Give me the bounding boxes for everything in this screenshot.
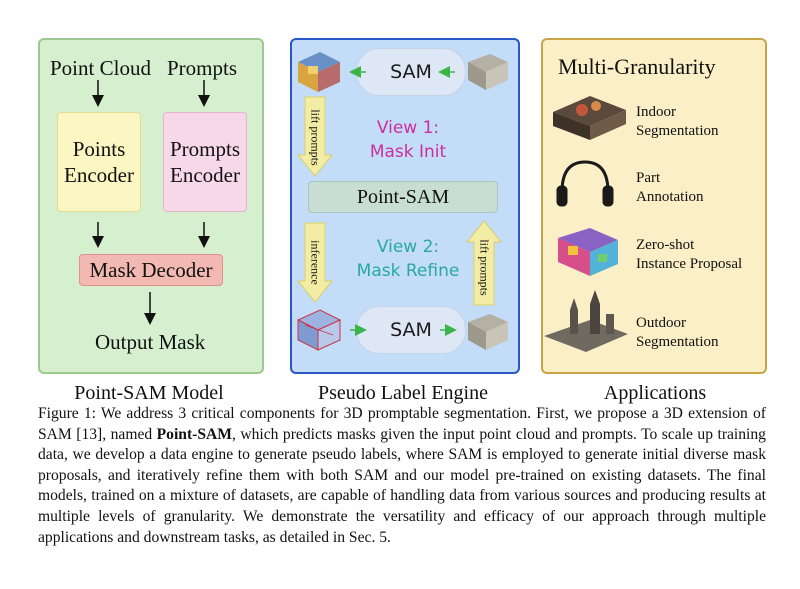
indoor-scene-icon [553, 96, 626, 140]
point-sam-box: Point-SAM [308, 181, 498, 213]
room-wireframe-thumbnail-bottom [296, 309, 342, 351]
sofa-thumbnail-bottom [468, 314, 508, 350]
point-sam-model-title: Point-SAM Model [74, 382, 224, 404]
view2-subtitle: Mask Refine [356, 261, 460, 281]
inference-label: inference [308, 240, 323, 285]
sofa-thumbnail-top [468, 54, 508, 90]
lift-prompts-right-label: lift prompts [477, 239, 492, 296]
room-scene-thumbnail-top [298, 52, 340, 92]
engine-green-arrows [349, 66, 457, 336]
engine-yellow-arrows [296, 96, 503, 306]
view2-title: View 2: [376, 237, 440, 257]
applications-title: Applications [603, 382, 707, 404]
view1-title: View 1: [376, 118, 440, 138]
applications-panel [541, 38, 767, 374]
caption-bold-term: Point-SAM [156, 425, 232, 443]
colored-room-icon [558, 228, 618, 276]
points-encoder-box: Points Encoder [57, 112, 141, 212]
pseudo-label-engine-title: Pseudo Label Engine [318, 382, 488, 404]
inference-arrow [296, 222, 334, 303]
sam-bottom-cloud: SAM [356, 306, 466, 354]
output-mask-label: Output Mask [95, 330, 206, 354]
figure-graphics [92, 52, 628, 352]
app-indoor-label: Indoor Segmentation [636, 104, 719, 139]
caption-text-part2: , which predicts masks given the input p… [38, 425, 766, 546]
mask-decoder-box: Mask Decoder [79, 254, 223, 286]
prompts-input-label: Prompts [167, 56, 238, 80]
prompts-encoder-box: Prompts Encoder [163, 112, 247, 212]
figure-caption: Figure 1: We address 3 critical componen… [38, 404, 766, 548]
lift-prompts-right-arrow [465, 220, 503, 306]
view1-subtitle: Mask Init [369, 142, 447, 162]
view2-label: View 2: Mask Refine [340, 235, 476, 283]
caption-text-part1: Figure 1: We address 3 critical componen… [38, 405, 766, 443]
headphones-icon [556, 160, 614, 207]
app-zeroshot-label: Zero-shot Instance Proposal [636, 237, 743, 272]
lift-prompts-left-label: lift prompts [308, 109, 323, 166]
lift-prompts-left-arrow [296, 96, 334, 177]
view1-label: View 1: Mask Init [348, 116, 468, 164]
model-flow-arrows [92, 80, 210, 325]
sam-bottom-label: SAM [390, 319, 432, 341]
castle-icon [544, 290, 628, 352]
multi-granularity-heading: Multi-Granularity [558, 54, 716, 79]
app-outdoor-label: Outdoor Segmentation [636, 315, 719, 350]
sam-top-label: SAM [390, 61, 432, 83]
app-part-label: Part Annotation [636, 170, 704, 205]
point-cloud-input-label: Point Cloud [50, 56, 151, 80]
